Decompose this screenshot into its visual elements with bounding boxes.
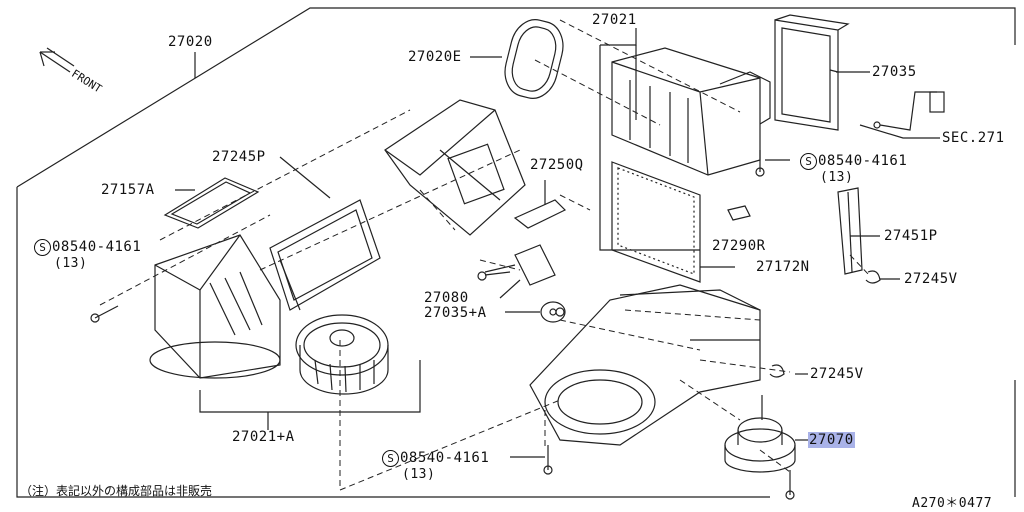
screw-s-icon: S: [800, 153, 817, 170]
front-arrow-icon: [39, 47, 75, 73]
label-27035a: 27035+A: [424, 305, 487, 321]
label-27245v-a: 27245V: [904, 271, 958, 287]
screw-bottom: [543, 445, 553, 475]
clip-27245v-b: [769, 364, 785, 378]
screw-left: [90, 305, 119, 323]
label-screw-left-qty: (13): [54, 256, 88, 271]
filter-element-27172n: [611, 161, 701, 283]
label-27021: 27021: [592, 12, 637, 28]
lower-blower-case: [529, 284, 761, 446]
actuator-27080: [484, 244, 556, 286]
footnote: （注）表記以外の構成部品は非販売: [20, 484, 213, 498]
label-27451p: 27451P: [884, 228, 938, 244]
label-27021a: 27021+A: [232, 429, 295, 445]
sensor-sec271: [873, 91, 945, 131]
screw-top: [755, 150, 765, 177]
gear-27035a: [540, 301, 566, 323]
label-27035: 27035: [872, 64, 917, 80]
resistor-27245p: [269, 199, 381, 311]
screw-s-icon: S: [382, 450, 399, 467]
intake-housing: [384, 99, 526, 236]
label-screw-bottom: 08540-4161: [400, 450, 490, 466]
gasket-27250q: [513, 199, 567, 229]
screw-27080: [477, 271, 511, 281]
label-sec271: SEC.271: [942, 130, 1005, 146]
seal-27020e: [504, 19, 564, 99]
clip-27245v-a: [865, 270, 881, 284]
label-27250q: 27250Q: [530, 157, 584, 173]
label-27290r: 27290R: [712, 238, 766, 254]
label-27020: 27020: [168, 34, 213, 50]
label-27020e: 27020E: [408, 49, 462, 65]
diagram-code: A270＊0477: [912, 496, 993, 511]
label-27070[interactable]: 27070: [808, 432, 855, 448]
gasket-27157a: [163, 177, 260, 229]
label-screw-top: 08540-4161: [818, 153, 908, 169]
screw-motor: [785, 470, 795, 500]
blower-housing-27021a: [149, 234, 281, 379]
screw-s-icon: S: [34, 239, 51, 256]
label-27080: 27080: [424, 290, 469, 306]
blower-fan-wheel: [295, 314, 389, 395]
label-screw-bottom-qty: (13): [402, 467, 436, 482]
label-27157a: 27157A: [101, 182, 155, 198]
assembly-frame: [16, 7, 1016, 188]
blower-motor-27070: [724, 395, 796, 473]
label-27245p: 27245P: [212, 149, 266, 165]
label-27245v-b: 27245V: [810, 366, 864, 382]
bracket-27451p: [837, 187, 863, 275]
filter-frame-27035: [774, 14, 850, 131]
label-screw-left: 08540-4161: [52, 239, 142, 255]
label-screw-top-qty: (13): [820, 170, 854, 185]
label-27172n: 27172N: [756, 259, 810, 275]
pad-27290r: [727, 205, 751, 221]
